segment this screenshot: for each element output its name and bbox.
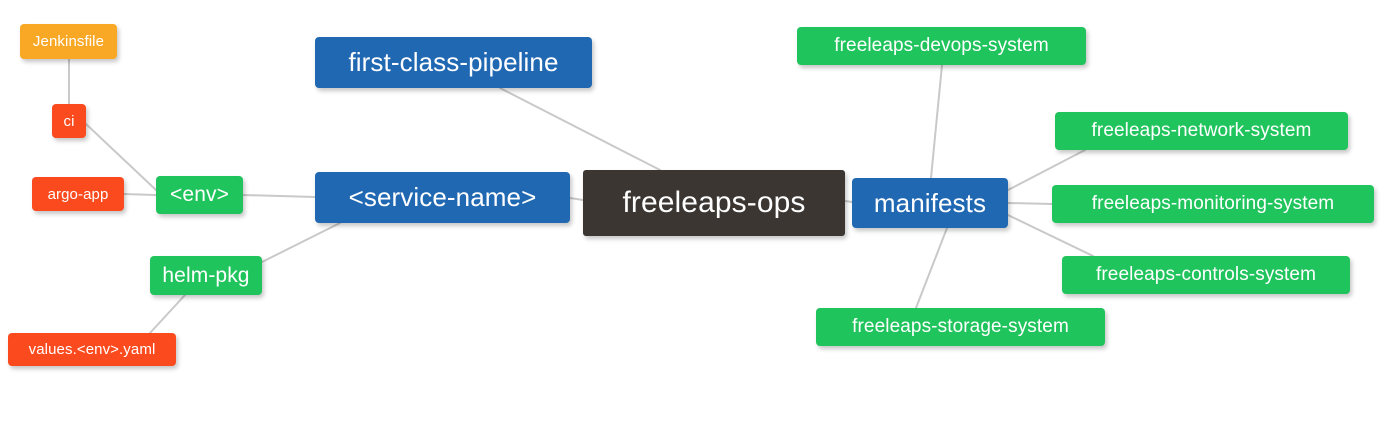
node-devops-system[interactable]: freeleaps-devops-system (797, 27, 1086, 65)
node-label: <env> (170, 183, 229, 206)
node-controls-system[interactable]: freeleaps-controls-system (1062, 256, 1350, 294)
node-env[interactable]: <env> (156, 176, 243, 214)
node-values-yaml[interactable]: values.<env>.yaml (8, 333, 176, 366)
node-jenkinsfile[interactable]: Jenkinsfile (20, 24, 117, 59)
edge-manifests-to-devops-system (930, 64, 943, 179)
node-first-class-pipeline[interactable]: first-class-pipeline (315, 37, 592, 88)
edge-manifests-to-network-system (1007, 149, 1086, 191)
node-label: argo-app (47, 185, 109, 203)
node-label: freeleaps-devops-system (834, 35, 1049, 56)
node-label: Jenkinsfile (32, 33, 105, 50)
node-label: freeleaps-network-system (1091, 120, 1312, 141)
edge-values-yaml-to-helm-pkg (149, 294, 186, 334)
edge-env-to-service-name (242, 194, 316, 198)
node-label: ci (63, 112, 75, 130)
node-manifests[interactable]: manifests (852, 178, 1008, 228)
node-label: freeleaps-ops (622, 186, 806, 219)
edge-manifests-to-storage-system (915, 227, 948, 309)
node-ci[interactable]: ci (52, 104, 86, 138)
node-monitoring-system[interactable]: freeleaps-monitoring-system (1052, 185, 1374, 223)
edge-freeleaps-ops-to-manifests (844, 200, 853, 203)
node-label: freeleaps-storage-system (852, 316, 1069, 337)
node-label: freeleaps-monitoring-system (1091, 193, 1335, 214)
edge-argo-app-to-env (123, 193, 157, 196)
edge-helm-pkg-to-service-name (261, 222, 341, 263)
node-freeleaps-ops[interactable]: freeleaps-ops (583, 170, 845, 236)
node-service-name[interactable]: <service-name> (315, 172, 570, 223)
node-helm-pkg[interactable]: helm-pkg (150, 256, 262, 295)
node-storage-system[interactable]: freeleaps-storage-system (816, 308, 1105, 346)
node-network-system[interactable]: freeleaps-network-system (1055, 112, 1348, 150)
node-label: helm-pkg (162, 263, 250, 287)
node-argo-app[interactable]: argo-app (32, 177, 124, 211)
node-label: manifests (873, 187, 987, 218)
node-label: first-class-pipeline (348, 47, 559, 77)
node-label: freeleaps-controls-system (1095, 264, 1317, 285)
edge-first-class-pipeline-to-freeleaps-ops (499, 87, 661, 171)
node-label: <service-name> (348, 182, 537, 212)
edge-service-name-to-freeleaps-ops (569, 197, 584, 201)
node-label: values.<env>.yaml (28, 341, 156, 358)
edge-manifests-to-monitoring-system (1007, 202, 1053, 205)
